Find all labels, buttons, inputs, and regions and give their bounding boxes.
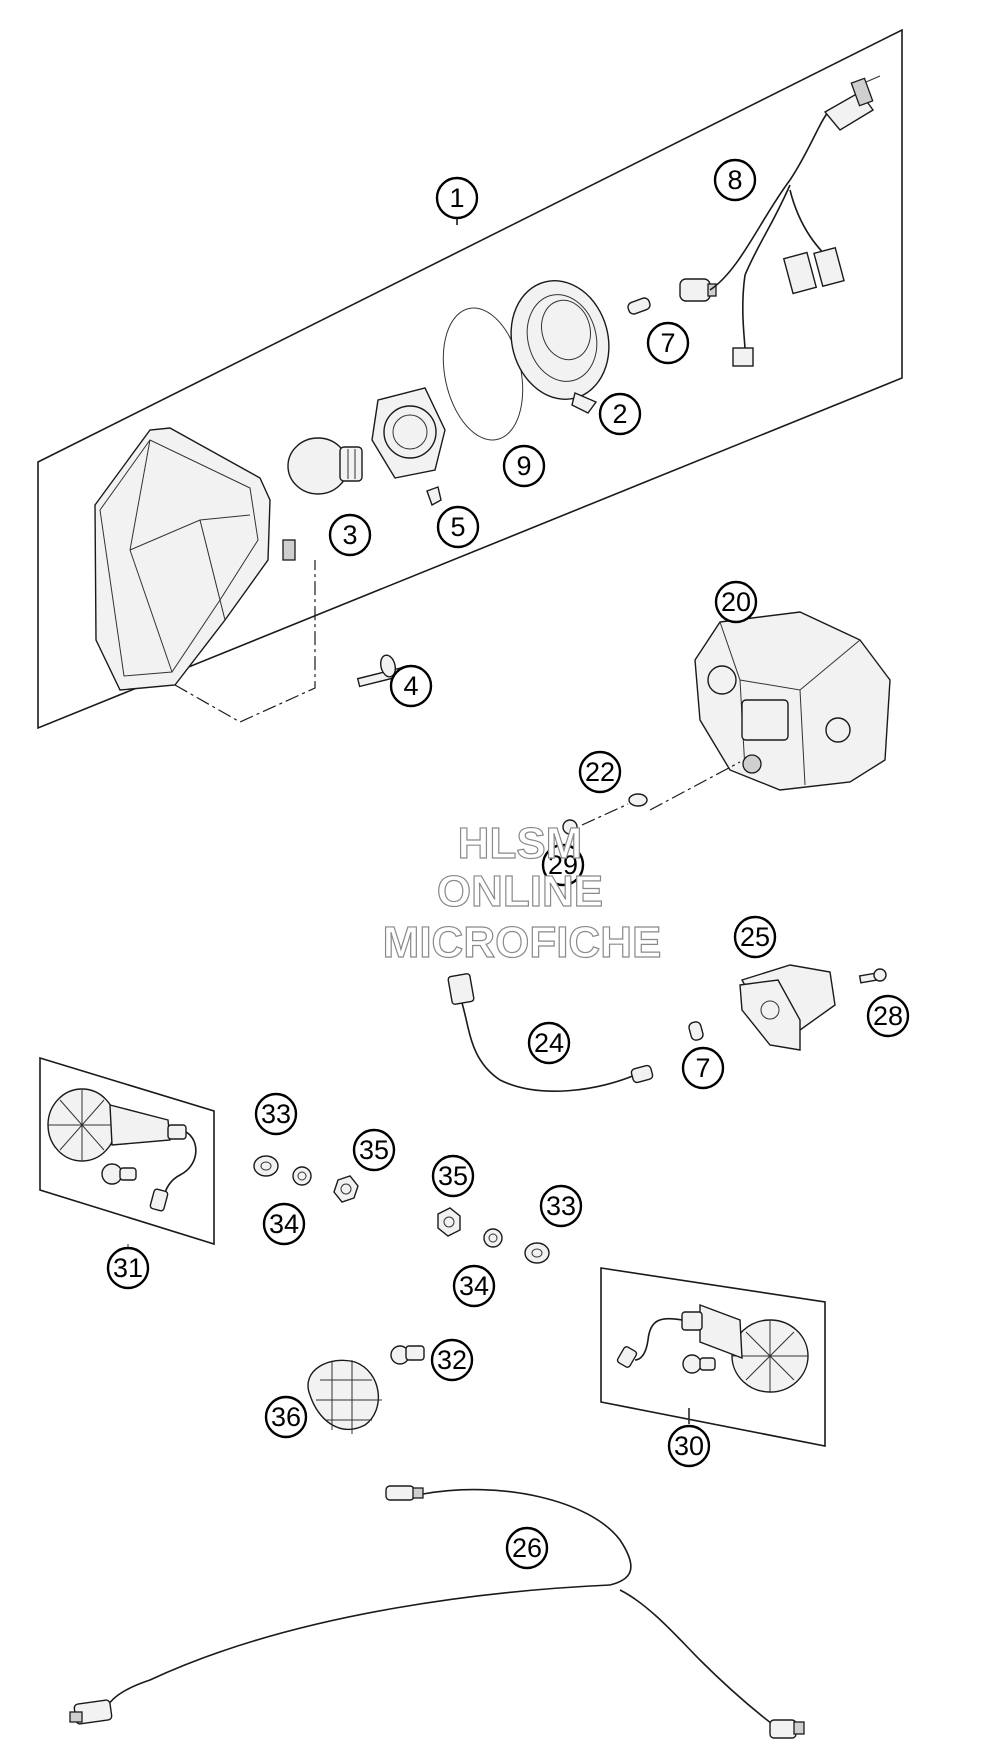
callout-24: 24 <box>527 1021 571 1065</box>
watermark-line-2: ONLINE <box>437 867 603 916</box>
watermark: HLSM ONLINE MICROFICHE <box>382 818 662 967</box>
svg-text:24: 24 <box>534 1028 564 1058</box>
spring-clip <box>426 486 442 507</box>
svg-text:9: 9 <box>516 451 531 481</box>
washer <box>581 793 648 826</box>
left-turn-signal <box>47 1088 197 1212</box>
plate-light-bulb <box>688 1021 704 1041</box>
callout-33-right: 33 <box>539 1184 583 1228</box>
watermark-line-1: HLSM <box>458 819 583 868</box>
main-wire-harness <box>69 1485 805 1739</box>
svg-text:34: 34 <box>269 1209 299 1239</box>
callout-8: 8 <box>713 158 757 202</box>
svg-text:35: 35 <box>359 1135 389 1165</box>
washer-33-left <box>253 1155 279 1177</box>
svg-text:22: 22 <box>585 757 615 787</box>
washer-33-right <box>524 1242 550 1264</box>
callout-9: 9 <box>502 444 546 488</box>
svg-text:20: 20 <box>721 587 751 617</box>
nut-35-right <box>437 1207 461 1237</box>
right-turn-signal <box>616 1303 809 1393</box>
svg-text:1: 1 <box>449 183 464 213</box>
svg-text:5: 5 <box>450 512 465 542</box>
license-plate-light <box>739 964 836 1051</box>
svg-text:36: 36 <box>271 1402 301 1432</box>
svg-text:31: 31 <box>113 1253 143 1283</box>
left-turn-signal-frame <box>39 1056 215 1246</box>
callout-29: 29 <box>541 843 585 887</box>
nut-35-left <box>333 1175 359 1203</box>
callout-33-left: 33 <box>254 1092 298 1136</box>
lock-washer-34-right <box>483 1228 503 1248</box>
callout-22: 22 <box>578 750 622 794</box>
callout-4: 4 <box>389 664 433 708</box>
watermark-line-3: MICROFICHE <box>383 918 662 967</box>
callout-2: 2 <box>598 392 642 436</box>
callout-32: 32 <box>430 1338 474 1382</box>
headlight-wire-harness <box>679 75 881 367</box>
headlight-bulb <box>287 437 363 495</box>
callout-35-left: 35 <box>352 1128 396 1172</box>
svg-text:34: 34 <box>459 1271 489 1301</box>
svg-text:30: 30 <box>674 1431 704 1461</box>
headlight-mask <box>94 427 316 723</box>
svg-text:28: 28 <box>873 1001 903 1031</box>
svg-text:32: 32 <box>437 1345 467 1375</box>
callout-31: 31 <box>106 1246 150 1290</box>
svg-text:25: 25 <box>740 922 770 952</box>
callout-28: 28 <box>866 994 910 1038</box>
svg-text:3: 3 <box>342 520 357 550</box>
svg-text:2: 2 <box>612 399 627 429</box>
svg-text:33: 33 <box>546 1191 576 1221</box>
callout-25: 25 <box>733 915 777 959</box>
callout-7-top: 7 <box>646 321 690 365</box>
svg-text:35: 35 <box>438 1161 468 1191</box>
turn-signal-lens <box>307 1359 382 1434</box>
callout-5: 5 <box>436 505 480 549</box>
callout-36: 36 <box>264 1395 308 1439</box>
plate-light-cable <box>447 973 654 1092</box>
callout-35-right: 35 <box>431 1154 475 1198</box>
callout-3: 3 <box>328 513 372 557</box>
svg-text:26: 26 <box>512 1533 542 1563</box>
callout-1: 1 <box>435 176 479 220</box>
nut <box>562 819 578 835</box>
callout-34-right: 34 <box>452 1264 496 1308</box>
callout-26: 26 <box>505 1526 549 1570</box>
bulb-holder <box>371 387 446 479</box>
tail-light-housing <box>649 611 891 811</box>
callout-20: 20 <box>714 580 758 624</box>
svg-text:8: 8 <box>727 165 742 195</box>
callout-7-lower: 7 <box>681 1046 725 1090</box>
plate-light-screw <box>858 968 887 984</box>
svg-text:4: 4 <box>403 671 418 701</box>
parking-bulb <box>627 297 651 315</box>
svg-text:7: 7 <box>695 1053 710 1083</box>
callout-34-left: 34 <box>262 1202 306 1246</box>
svg-text:29: 29 <box>548 850 578 880</box>
svg-text:7: 7 <box>660 328 675 358</box>
turn-signal-bulb <box>390 1345 425 1365</box>
leader-lines <box>127 1244 690 1424</box>
reflector <box>510 280 610 414</box>
lock-washer-34-left <box>292 1166 312 1186</box>
svg-text:33: 33 <box>261 1099 291 1129</box>
callout-30: 30 <box>667 1424 711 1468</box>
